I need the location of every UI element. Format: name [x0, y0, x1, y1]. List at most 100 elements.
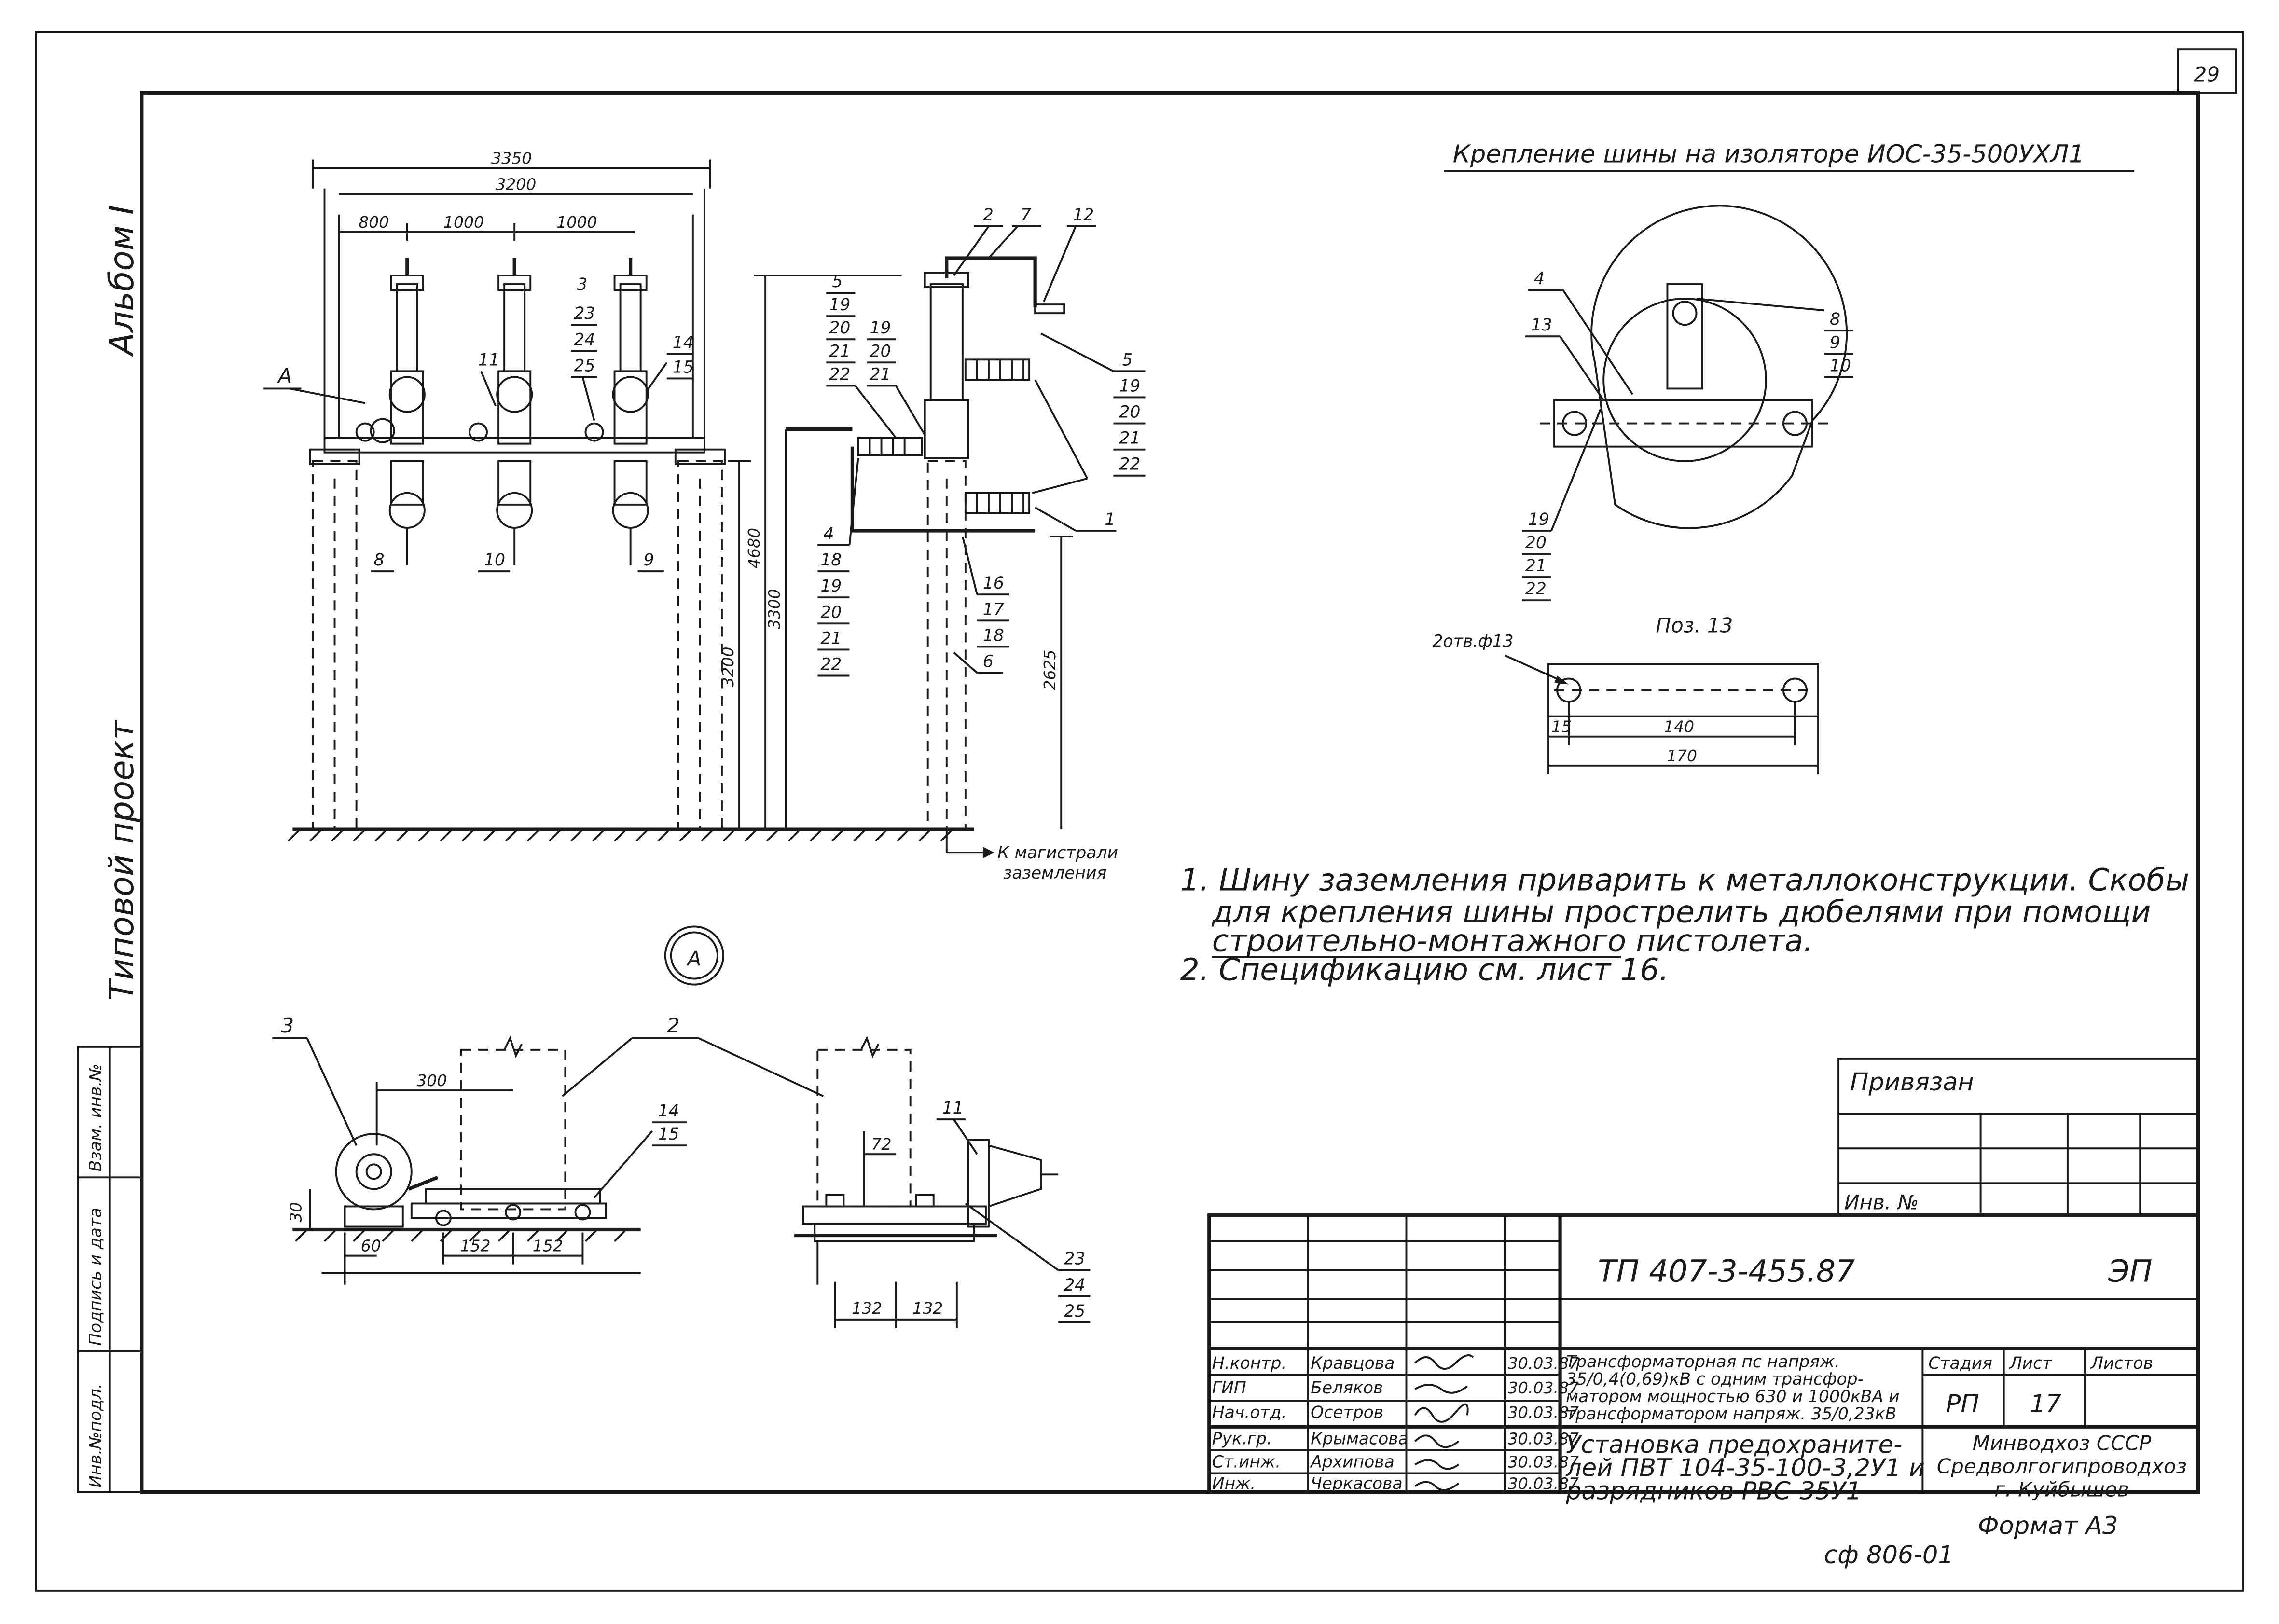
dim-3200: 3200 [496, 175, 536, 194]
callout-stack-5b: 5 19 20 21 22 [1040, 332, 1146, 477]
detail-stack23-item: 24 [1064, 1276, 1085, 1295]
callout-1: 1 [1105, 510, 1115, 529]
callout-11: 11 [478, 350, 499, 370]
detail-dim-30: 30 [286, 1202, 305, 1222]
detail-dim-60: 60 [361, 1237, 381, 1255]
pos13-dim-140: 140 [1664, 717, 1694, 736]
bus-callout-stack-19: 19 20 21 22 [1522, 408, 1602, 602]
signature-mark [1414, 1403, 1469, 1423]
doc-mark: ЭП [2108, 1253, 2153, 1289]
signature-row-4: Рук.гр. Крымасова 30.03.87 [1212, 1429, 1579, 1448]
dim-v-4680: 4680 [745, 528, 763, 568]
sheet-title-1: Установка предохраните- [1566, 1431, 1902, 1459]
stack4-item: 22 [820, 655, 842, 674]
stage-header: Стадия [1928, 1354, 1992, 1373]
stack5a-item: 5 [832, 272, 843, 291]
detail-callout-3: 3 [281, 1014, 294, 1037]
dim-v-3300: 3300 [765, 589, 784, 629]
sheet-frame: 29 [35, 31, 2244, 1592]
bus-stack8-item: 10 [1830, 356, 1851, 375]
sig-date: 30.03.87 [1508, 1429, 1579, 1448]
detail-stack23-item: 23 [1064, 1250, 1085, 1269]
bus-callout-4: 4 [1534, 269, 1545, 289]
stack5b-item: 22 [1119, 455, 1140, 474]
ground-label-2: заземления [1003, 864, 1106, 883]
stamp-sign-label: Подпись и дата [86, 1208, 106, 1346]
note-line-2: для крепления шины прострелить дюбелями … [1212, 894, 2151, 929]
sheets-header: Листов [2090, 1354, 2153, 1373]
stack5b-item: 5 [1122, 350, 1133, 370]
bus-stack19-item: 20 [1525, 533, 1547, 552]
bus-stack8-item: 8 [1830, 310, 1840, 329]
detail-stack23-item: 25 [1064, 1302, 1085, 1321]
signature-row-3: Нач.отд. Осетров 30.03.87 [1212, 1403, 1579, 1423]
detail-callout-stack-23: 23 24 25 [965, 1202, 1091, 1323]
front-dimensions: 3350 3200 800 1000 1000 3200 4680 [312, 149, 902, 830]
notes: 1. Шину заземления приварить к металлоко… [1180, 862, 2189, 987]
callout-10: 10 [484, 551, 505, 570]
sig-role: Нач.отд. [1212, 1403, 1287, 1422]
pos13-label: Поз. 13 [1656, 613, 1733, 637]
detail-dim-300: 300 [416, 1071, 447, 1090]
callout-15: 15 [673, 358, 694, 377]
side-insulator-lower [964, 492, 1031, 514]
callout-24: 24 [574, 330, 595, 349]
detail-callout-11: 11 [942, 1099, 964, 1118]
note-line-3: строительно-монтажного пистолета. [1212, 923, 1813, 959]
bus-stack19-item: 21 [1525, 556, 1547, 576]
stack4-item: 4 [823, 524, 834, 544]
sig-role: Н.контр. [1212, 1354, 1287, 1373]
callout-stack-16: 16 17 18 [961, 536, 1009, 648]
side-elevation: 3300 2625 К магистрали заземления 2 7 12… [765, 206, 1146, 883]
detail-callout-15: 15 [658, 1125, 679, 1144]
callout-8: 8 [374, 551, 385, 570]
callout-12: 12 [1073, 206, 1094, 225]
sheet-title-3: разрядников РВС-35У1 [1565, 1477, 1862, 1506]
format-label: Формат А3 [1978, 1512, 2118, 1541]
sig-date: 30.03.87 [1508, 1354, 1579, 1373]
callout-2: 2 [983, 206, 994, 225]
page-number: 29 [2194, 62, 2220, 86]
sig-date: 30.03.87 [1508, 1403, 1579, 1422]
project-title-3: матором мощностью 630 и 1000кВА и [1566, 1387, 1900, 1406]
note-line-4: 2. Спецификацию см. лист 16. [1180, 952, 1669, 988]
stack5b-item: 19 [1119, 376, 1140, 396]
sig-date: 30.03.87 [1508, 1474, 1579, 1493]
bus-callout-stack-8: 8 9 10 [1696, 298, 1853, 378]
signature-row-1: Н.контр. Кравцова 30.03.87 [1212, 1354, 1579, 1373]
bus-mount-detail: Крепление шины на изоляторе ИОС-35-500УХ… [1444, 140, 2135, 637]
side-insulator-upper [964, 358, 1031, 381]
detail-dim-132-b: 132 [912, 1299, 943, 1318]
stack19-item: 21 [870, 365, 891, 384]
project-label: Типовой проект [103, 720, 141, 1001]
dim-800: 800 [359, 213, 389, 232]
bus-stack8-item: 9 [1830, 333, 1840, 352]
signature-mark [1414, 1459, 1459, 1470]
dim-1000-a: 1000 [443, 213, 484, 232]
sheet-header: Лист [2009, 1354, 2052, 1373]
stamp-replace-label: Взам. инв.№ [86, 1064, 106, 1172]
note-line-1: 1. Шину заземления приварить к металлоко… [1180, 862, 2189, 897]
pos13-dim-170: 170 [1667, 746, 1697, 765]
callout-stack-19: 19 20 21 [867, 318, 926, 436]
privyazan-label: Привязан [1850, 1068, 1974, 1097]
callout-9: 9 [644, 551, 654, 570]
sig-role: Рук.гр. [1212, 1429, 1272, 1448]
view-a-marker: А [664, 925, 724, 986]
stack5a-item: 19 [829, 295, 850, 315]
detail-callout-14: 14 [658, 1101, 679, 1121]
callout-stack-4: 4 18 19 20 21 22 [817, 458, 859, 677]
signature-row-6: Инж. Черкасова 30.03.87 [1212, 1474, 1579, 1494]
view-a-label: А [686, 947, 701, 971]
sig-name: Кравцова [1311, 1354, 1395, 1373]
detail-a-side: 72 132 132 11 23 24 25 [794, 1035, 1091, 1328]
pos13-holes: 2отв.ф13 [1433, 632, 1514, 651]
title-block: ТП 407-3-455.87 ЭП Трансформаторная пс н… [1207, 1213, 2200, 1506]
stack19-item: 19 [870, 318, 891, 338]
signature-row-5: Ст.инж. Архипова 30.03.87 [1212, 1452, 1579, 1472]
signature-mark [1414, 1481, 1459, 1491]
bus-callout-13: 13 [1531, 316, 1552, 335]
front-elevation: 3350 3200 800 1000 1000 3200 4680 А 3 23… [263, 149, 974, 842]
sig-name: Черкасова [1311, 1474, 1403, 1494]
